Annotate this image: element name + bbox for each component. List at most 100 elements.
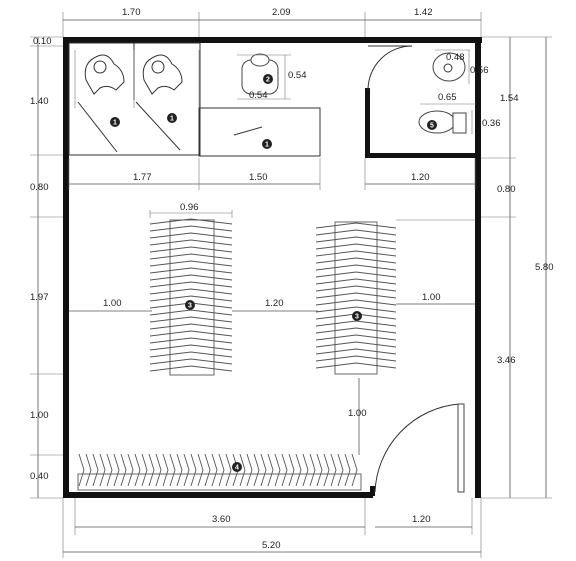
left-dim-6: 0.40 [30,471,49,482]
chair-width-label: 0.54 [249,90,268,101]
hanger-line [197,453,204,487]
left-dim-2: 1.40 [30,96,49,107]
hanger-line [204,453,211,487]
hanger-line [149,351,233,358]
left-dim-4: 1.97 [30,292,49,303]
hanger-line [239,453,246,487]
top-dim-2: 2.09 [272,7,291,18]
hanger-line [190,453,197,487]
chair-height-label: 0.54 [288,70,307,81]
bath-span-label: 1.20 [411,172,430,183]
hanger-line [149,253,233,260]
rack-dimension-lines [69,210,475,455]
right-dim-1: 1.54 [500,93,519,104]
hanger-line [315,278,397,285]
marker-number: 1 [113,120,117,127]
hanger-line [344,453,351,487]
left-dimension-chain [30,36,63,499]
outer-walls [63,37,482,498]
hanger-line [309,453,316,487]
marker-number: 2 [266,77,270,84]
marker-number: 4 [235,465,239,472]
hanger-line [134,453,141,487]
person-figure-icon [84,54,125,95]
hanger-line [295,453,302,487]
hanger-line [149,295,233,302]
hanger-line [169,453,176,487]
marker-bubble [262,139,272,149]
hanger-line [274,453,281,487]
hanger-line [315,292,397,299]
booth-span-label: 1.77 [133,172,152,183]
marker-number: 3 [188,303,192,310]
hanger-line [316,453,323,487]
marker-bubble [185,300,195,310]
hanger-line [149,358,233,365]
hanger-line [315,320,397,327]
hanger-line [176,453,183,487]
bench-span-label: 1.50 [249,172,268,183]
bench [198,107,321,157]
total-height-dim: 5.80 [535,262,554,273]
hanger-line [315,355,397,362]
hanger-line [351,453,358,487]
clothing-rack [315,221,397,375]
bottom-dimension-chain [62,498,482,558]
marker-number: 1 [170,116,174,123]
bathroom [365,45,481,158]
hanger-line [315,348,397,355]
sink-icon [432,49,470,84]
hanger-line [323,453,330,487]
hanger-line [149,239,233,246]
hanger-line [315,341,397,348]
sink-width-label: 0.48 [446,52,465,63]
right-gap-label: 1.00 [422,292,441,303]
hanger-line [302,453,309,487]
room-dimension-lines [68,158,476,190]
hanger-line [113,453,120,487]
left-dim-1: 0.10 [33,36,52,47]
hanger-line [315,229,397,236]
hanger-line [127,453,134,487]
hanger-line [281,453,288,487]
hanger-line [149,274,233,281]
hanger-line [315,250,397,257]
hanger-line [315,334,397,341]
hanger-line [149,218,233,225]
fitting-booths [68,42,201,156]
hanger-line [149,288,233,295]
left-dim-3: 0.80 [30,182,49,193]
hanger-line [162,453,169,487]
hanger-line [149,337,233,344]
hanger-line [149,267,233,274]
sink-height-label: 0.56 [470,65,489,76]
hanger-line [149,246,233,253]
hanger-line [288,453,295,487]
hanger-line [149,316,233,323]
hanger-line [149,281,233,288]
top-dim-3: 1.42 [414,7,433,18]
rack-width-label: 0.96 [180,202,199,213]
hanger-line [99,453,106,487]
hanger-line [106,453,113,487]
clothing-rack [77,453,362,491]
hanger-line [337,453,344,487]
person-figure-icon [142,54,183,95]
marker-bubble [110,117,120,127]
hanger-line [149,309,233,316]
hanger-line [85,453,92,487]
toilet-height-label: 0.36 [482,118,501,129]
left-gap-label: 1.00 [103,298,122,309]
marker-number: 5 [430,123,434,130]
hanger-line [315,299,397,306]
hanger-line [149,330,233,337]
hanger-line [141,453,148,487]
hanger-line [315,362,397,369]
hanger-line [315,257,397,264]
hanger-line [149,323,233,330]
hanger-line [315,306,397,313]
hanger-line [149,344,233,351]
hanger-line [315,222,397,229]
